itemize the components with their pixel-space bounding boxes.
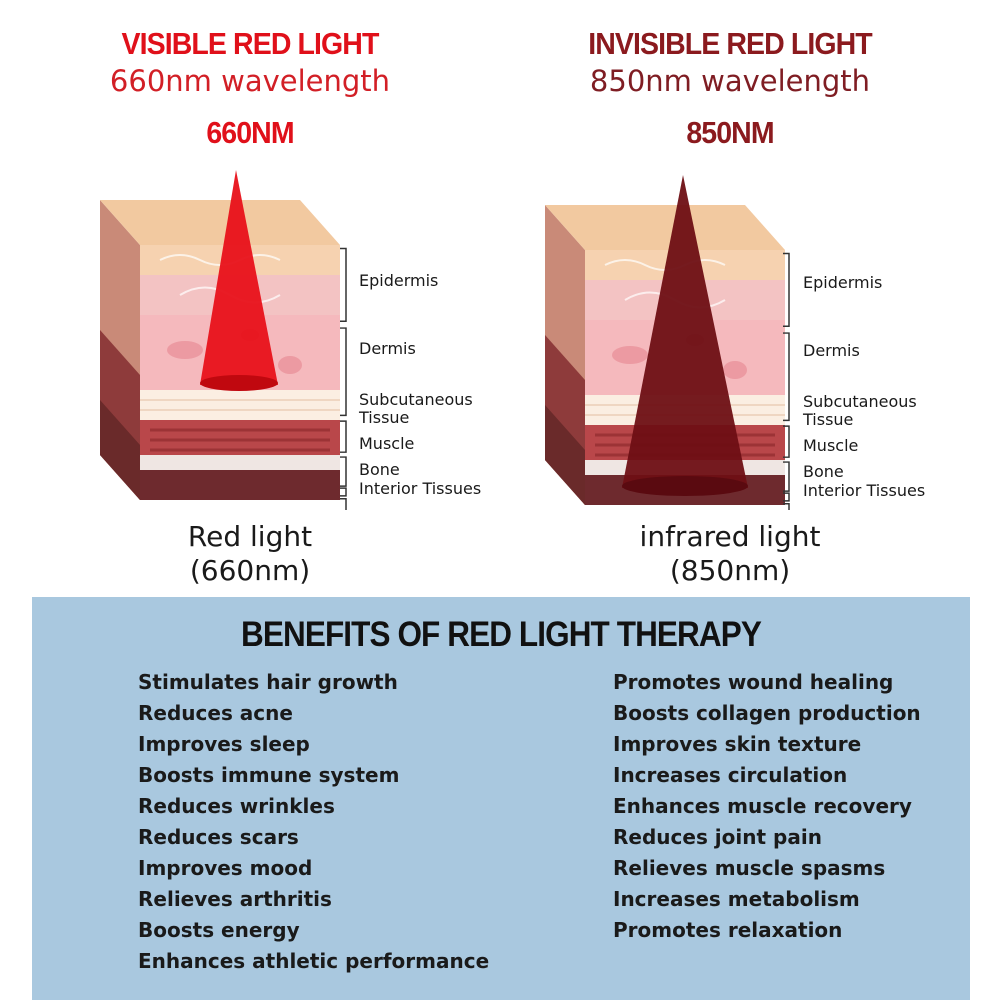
benefits-list-right: Promotes wound healing Boosts collagen p… — [613, 667, 921, 946]
list-item: Boosts collagen production — [613, 701, 921, 725]
list-item: Reduces scars — [138, 825, 299, 849]
list-item: Improves mood — [138, 856, 313, 880]
list-item: Increases circulation — [613, 763, 848, 787]
list-item: Increases metabolism — [613, 887, 860, 911]
list-item: Boosts immune system — [138, 763, 400, 787]
visible-red-light-title: VISIBLE RED LIGHT — [121, 26, 380, 61]
list-item: Promotes relaxation — [613, 918, 843, 942]
visible-light-beam — [200, 170, 278, 385]
left-label-bone: Bone — [359, 460, 400, 479]
right-label-bone: Bone — [803, 462, 844, 481]
right-label-dermis: Dermis — [803, 341, 860, 360]
left-label-dermis: Dermis — [359, 339, 416, 358]
infrared-caption-line2: (850nm) — [669, 554, 791, 587]
visible-nm-label: 660NM — [206, 115, 294, 150]
infrared-light-beam — [622, 175, 748, 488]
right-label-epidermis: Epidermis — [803, 273, 882, 292]
list-item: Reduces wrinkles — [138, 794, 335, 818]
right-label-tissue: Tissue — [802, 410, 853, 429]
right-label-muscle: Muscle — [803, 436, 858, 455]
invisible-nm-label: 850NM — [686, 115, 774, 150]
list-item: Improves sleep — [138, 732, 310, 756]
list-item: Stimulates hair growth — [138, 670, 398, 694]
visible-caption: Red light (660nm) — [0, 520, 500, 588]
skin-layer-diagrams: Epidermis Dermis Subcutaneous Tissue Mus… — [98, 170, 925, 510]
benefits-title: BENEFITS OF RED LIGHT THERAPY — [241, 615, 762, 654]
infrared-caption-line1: infrared light — [639, 520, 821, 553]
infrared-caption: infrared light (850nm) — [480, 520, 980, 588]
list-item: Relieves arthritis — [138, 887, 332, 911]
list-item: Relieves muscle spasms — [613, 856, 886, 880]
visible-skin-block — [98, 170, 347, 510]
right-label-interior: Interior Tissues — [803, 481, 925, 500]
left-label-interior: Interior Tissues — [359, 479, 481, 498]
infrared-skin-block — [543, 175, 790, 510]
invisible-wavelength-subtitle: 850nm wavelength — [589, 64, 871, 98]
invisible-red-light-title: INVISIBLE RED LIGHT — [588, 26, 873, 61]
benefits-panel: BENEFITS OF RED LIGHT THERAPY Stimulates… — [32, 597, 970, 1000]
left-label-epidermis: Epidermis — [359, 271, 438, 290]
list-item: Reduces acne — [138, 701, 293, 725]
left-label-subcutaneous: Subcutaneous — [359, 390, 473, 409]
left-label-tissue: Tissue — [358, 408, 409, 427]
list-item: Reduces joint pain — [613, 825, 822, 849]
list-item: Enhances athletic performance — [138, 949, 490, 973]
list-item: Improves skin texture — [613, 732, 862, 756]
list-item: Promotes wound healing — [613, 670, 894, 694]
visible-caption-line1: Red light — [187, 520, 313, 553]
benefits-list-left: Stimulates hair growth Reduces acne Impr… — [138, 667, 489, 977]
visible-caption-line2: (660nm) — [189, 554, 311, 587]
visible-wavelength-subtitle: 660nm wavelength — [109, 64, 391, 98]
left-label-muscle: Muscle — [359, 434, 414, 453]
list-item: Enhances muscle recovery — [613, 794, 912, 818]
right-label-subcutaneous: Subcutaneous — [803, 392, 917, 411]
list-item: Boosts energy — [138, 918, 300, 942]
